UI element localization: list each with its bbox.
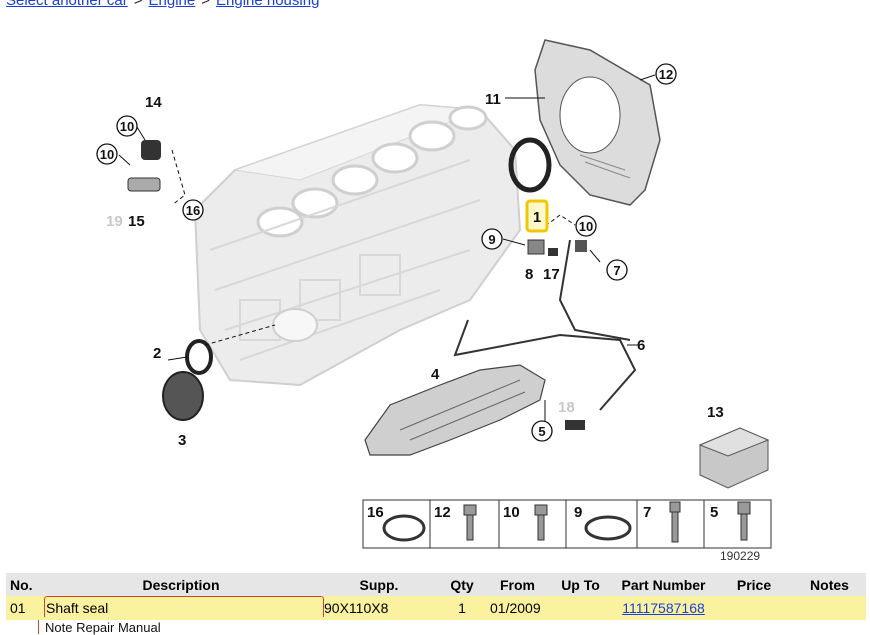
callout-2: 2 — [153, 345, 161, 362]
table-header-row: No. Description Supp. Qty From Up To Par… — [6, 573, 866, 596]
col-header-price: Price — [715, 573, 793, 596]
breadcrumb-separator: > — [201, 0, 210, 9]
callout-14: 14 — [145, 94, 162, 111]
callout-5-circled: 5 — [538, 424, 545, 439]
legend-9: 9 — [574, 504, 582, 521]
col-header-upto: Up To — [549, 573, 612, 596]
engine-block — [193, 103, 522, 387]
callout-15: 15 — [128, 213, 145, 230]
row-notes — [793, 596, 866, 620]
callout-8: 8 — [525, 266, 533, 283]
breadcrumb-select-car-link[interactable]: Select another car — [6, 0, 128, 9]
col-header-notes: Notes — [793, 573, 866, 596]
callout-3: 3 — [178, 432, 186, 449]
callout-16-circled: 16 — [186, 203, 200, 218]
col-header-part-number: Part Number — [612, 573, 715, 596]
parts-table: No. Description Supp. Qty From Up To Par… — [6, 573, 866, 620]
diagram-image-id: 190229 — [720, 549, 760, 563]
row-upto — [549, 596, 612, 620]
callout-10-circled: 10 — [120, 119, 134, 134]
repair-manual-note[interactable]: Note Repair Manual — [38, 620, 161, 635]
callout-17: 17 — [543, 266, 560, 283]
shaft-seal-ring — [508, 137, 552, 193]
row-supp: 90X110X8 — [320, 596, 438, 620]
legend-5: 5 — [710, 504, 718, 521]
callout-11: 11 — [485, 91, 501, 108]
callout-10-circled: 10 — [579, 219, 593, 234]
legend-7: 7 — [643, 504, 651, 521]
cover-disc — [162, 371, 204, 421]
row-description[interactable]: Shaft seal — [42, 596, 324, 620]
row-price — [715, 596, 793, 620]
callout-13: 13 — [707, 404, 724, 421]
table-row[interactable]: 01 Shaft seal 90X110X8 1 01/2009 1111758… — [6, 596, 866, 620]
row-from: 01/2009 — [486, 596, 549, 620]
gasket-kit-box — [698, 427, 770, 489]
callout-4: 4 — [431, 366, 440, 383]
breadcrumb-engine-link[interactable]: Engine — [148, 0, 196, 9]
breadcrumb-separator: > — [133, 0, 143, 9]
callout-6: 6 — [637, 337, 645, 354]
row-no: 01 — [6, 596, 42, 620]
parts-diagram: 12 10 10 16 10 9 7 5 11 14 15 19 2 3 4 6… — [96, 39, 772, 563]
col-header-qty: Qty — [438, 573, 486, 596]
callout-19: 19 — [106, 213, 123, 230]
rear-cover-plate — [534, 39, 661, 206]
part-number-link[interactable]: 11117587168 — [622, 600, 705, 616]
callout-10-circled: 10 — [100, 147, 114, 162]
callout-18: 18 — [558, 399, 575, 416]
row-qty: 1 — [438, 596, 486, 620]
callout-7-circled: 7 — [613, 263, 620, 278]
legend-12: 12 — [434, 504, 451, 521]
col-header-description: Description — [42, 573, 320, 596]
legend-16: 16 — [367, 504, 384, 521]
col-header-from: From — [486, 573, 549, 596]
breadcrumb-engine-housing-link[interactable]: Engine housing — [216, 0, 320, 9]
row-description-text: Shaft seal — [46, 600, 109, 616]
hardware-legend: 16 12 10 9 7 5 — [362, 499, 772, 549]
callout-1-highlight[interactable] — [525, 199, 549, 233]
callout-12-circled: 12 — [659, 67, 673, 82]
col-header-no: No. — [6, 573, 42, 596]
breadcrumb: Select another car > Engine > Engine housing — [6, 0, 319, 9]
legend-10: 10 — [503, 504, 520, 521]
callout-9-circled: 9 — [488, 232, 495, 247]
col-header-supp: Supp. — [320, 573, 438, 596]
callout-1: 1 — [533, 209, 541, 226]
description-highlight-box — [44, 596, 324, 617]
